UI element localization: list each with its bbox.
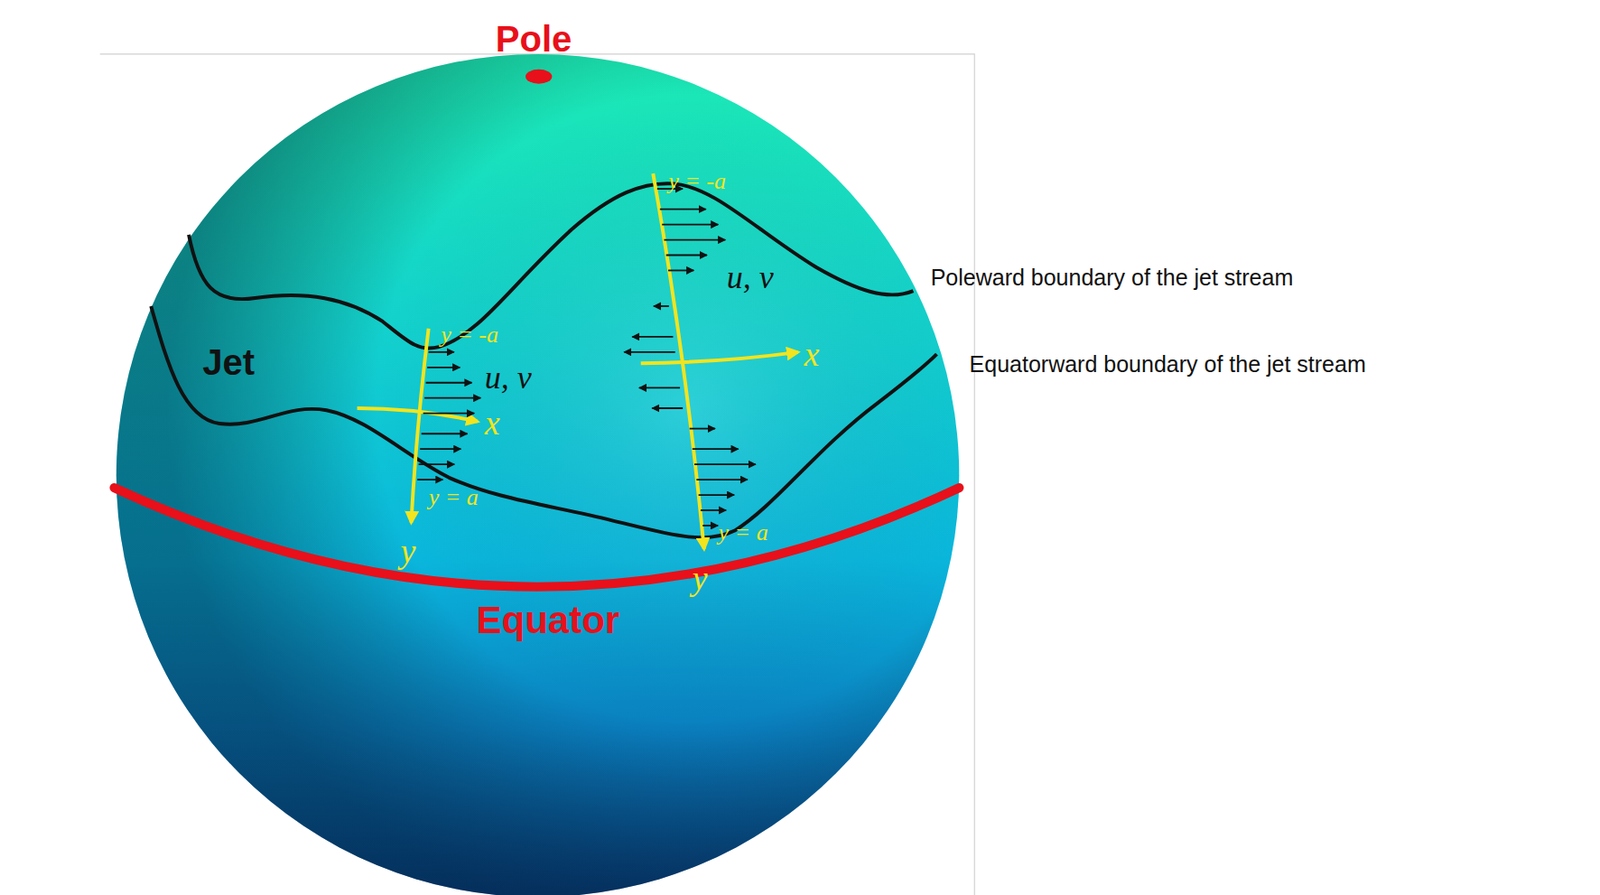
velocity-arrow [639, 386, 680, 389]
velocity-arrow [702, 524, 718, 527]
pole-label: Pole [495, 20, 572, 57]
velocity-label: u, v [484, 361, 532, 394]
velocity-arrow [632, 335, 673, 338]
velocity-arrow [696, 478, 748, 481]
velocity-arrow [666, 254, 707, 257]
velocity-arrow [661, 223, 718, 226]
velocity-arrow [623, 351, 676, 354]
boundary-coordinate: y = -a [440, 323, 499, 347]
boundary-coordinate: y = a [428, 485, 479, 510]
boundary-coordinate: y = a [718, 520, 769, 545]
velocity-arrow [694, 463, 756, 466]
velocity-arrow [423, 412, 475, 415]
equator-label: Equator [476, 601, 621, 640]
velocity-arrow [424, 397, 481, 400]
velocity-arrow [660, 208, 707, 211]
velocity-arrow [651, 407, 683, 410]
velocity-arrow [417, 478, 443, 481]
velocity-arrow [428, 351, 455, 354]
velocity-arrow [418, 463, 456, 466]
velocity-arrow [421, 432, 468, 435]
axis-label: y [692, 560, 708, 596]
velocity-arrow [698, 493, 735, 496]
boundary-coordinate: y = -a [668, 169, 726, 194]
velocity-arrow [689, 427, 716, 430]
axis-label: x [804, 336, 820, 372]
jet-label: Jet [202, 344, 255, 381]
velocity-label: u, v [726, 260, 774, 294]
velocity-arrow [700, 509, 726, 512]
velocity-arrow [653, 305, 670, 307]
axis-label: x [484, 405, 501, 440]
boundary-label: Poleward boundary of the jet stream [930, 266, 1294, 289]
velocity-arrow [668, 269, 694, 272]
velocity-arrow [426, 381, 473, 384]
boundary-label: Equatorward boundary of the jet stream [969, 353, 1367, 376]
axis-label: y [400, 533, 417, 568]
velocity-arrow [663, 239, 726, 242]
velocity-arrow [427, 366, 460, 369]
velocity-arrow [419, 447, 461, 450]
velocity-arrow [692, 447, 739, 450]
